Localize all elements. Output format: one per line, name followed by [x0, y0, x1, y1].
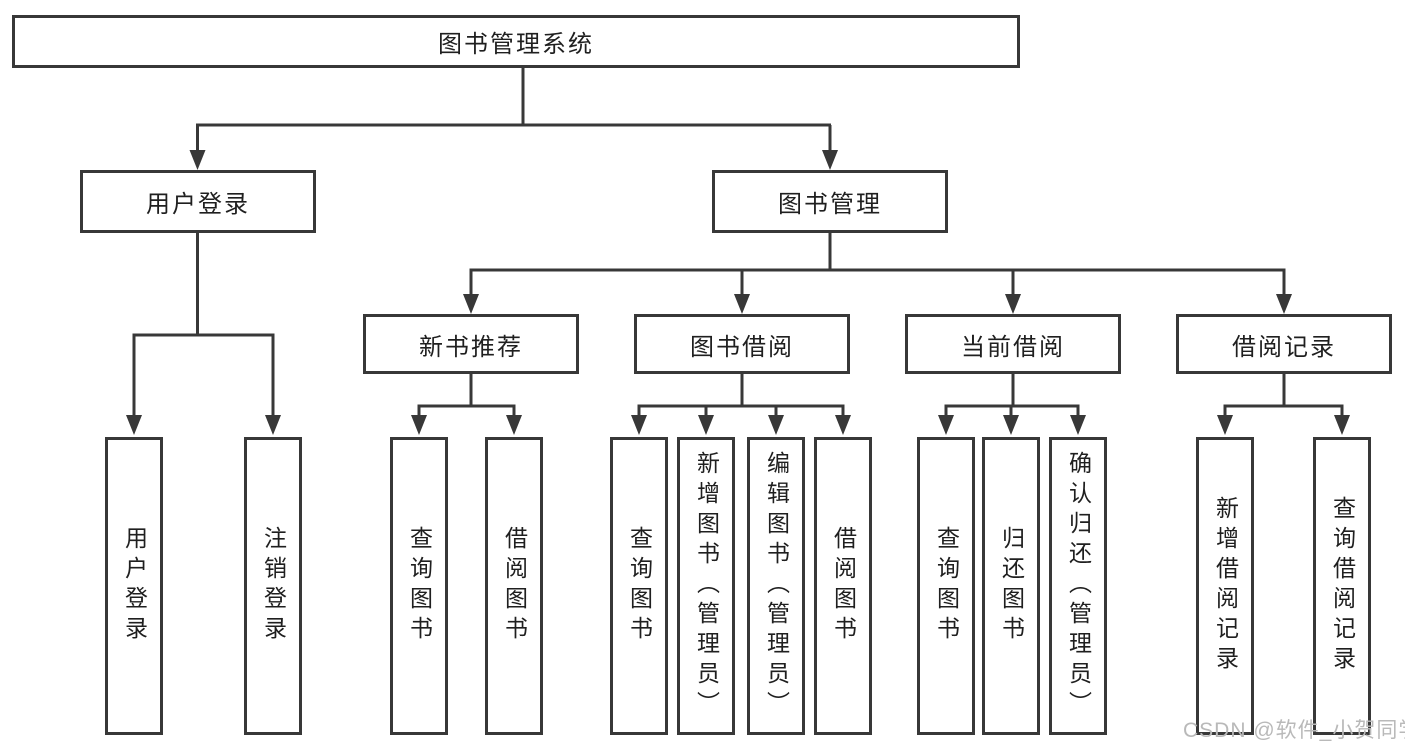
- node-label: 当前借阅: [961, 333, 1065, 361]
- leaf-logout: 注销登录: [244, 437, 302, 735]
- node-label: 新书推荐: [419, 333, 523, 361]
- node-label: 注销登录: [260, 526, 287, 646]
- node-label: 用户登录: [146, 191, 250, 218]
- node-label: 图书管理系统: [438, 31, 594, 58]
- node-label: 图书管理: [778, 191, 882, 218]
- node-label: 查询图书: [626, 526, 653, 646]
- node-label: 借阅图书: [501, 526, 528, 646]
- node-root: 图书管理系统: [12, 15, 1020, 68]
- leaf-borrow-books-recommend: 借阅图书: [485, 437, 543, 735]
- node-label: 借阅记录: [1232, 333, 1336, 361]
- leaf-query-borrow-record: 查询借阅记录: [1313, 437, 1371, 735]
- leaf-borrow-books: 借阅图书: [814, 437, 872, 735]
- node-book-management: 图书管理: [712, 170, 948, 233]
- node-label: 新增借阅记录: [1212, 496, 1239, 676]
- node-new-book-recommend: 新书推荐: [363, 314, 579, 374]
- node-label: 图书借阅: [690, 333, 794, 361]
- node-label: 查询借阅记录: [1329, 496, 1356, 676]
- csdn-watermark: CSDN @软件_小贺同学: [1183, 719, 1405, 742]
- leaf-return-books: 归还图书: [982, 437, 1040, 735]
- node-label: 编辑图书（管理员）: [763, 451, 790, 721]
- node-label: 新增图书（管理员）: [693, 451, 720, 721]
- leaf-query-books-current: 查询图书: [917, 437, 975, 735]
- leaf-add-borrow-record: 新增借阅记录: [1196, 437, 1254, 735]
- leaf-edit-books-admin: 编辑图书（管理员）: [747, 437, 805, 735]
- node-borrow-records: 借阅记录: [1176, 314, 1392, 374]
- node-label: 确认归还（管理员）: [1065, 451, 1092, 721]
- leaf-add-books-admin: 新增图书（管理员）: [677, 437, 735, 735]
- node-user-login: 用户登录: [80, 170, 316, 233]
- node-book-borrow: 图书借阅: [634, 314, 850, 374]
- node-label: 查询图书: [933, 526, 960, 646]
- leaf-confirm-return-admin: 确认归还（管理员）: [1049, 437, 1107, 735]
- node-label: 查询图书: [406, 526, 433, 646]
- leaf-query-books-recommend: 查询图书: [390, 437, 448, 735]
- node-current-borrow: 当前借阅: [905, 314, 1121, 374]
- node-label: 借阅图书: [830, 526, 857, 646]
- leaf-user-login: 用户登录: [105, 437, 163, 735]
- node-label: 用户登录: [121, 526, 148, 646]
- leaf-query-books-borrow: 查询图书: [610, 437, 668, 735]
- node-label: 归还图书: [998, 526, 1025, 646]
